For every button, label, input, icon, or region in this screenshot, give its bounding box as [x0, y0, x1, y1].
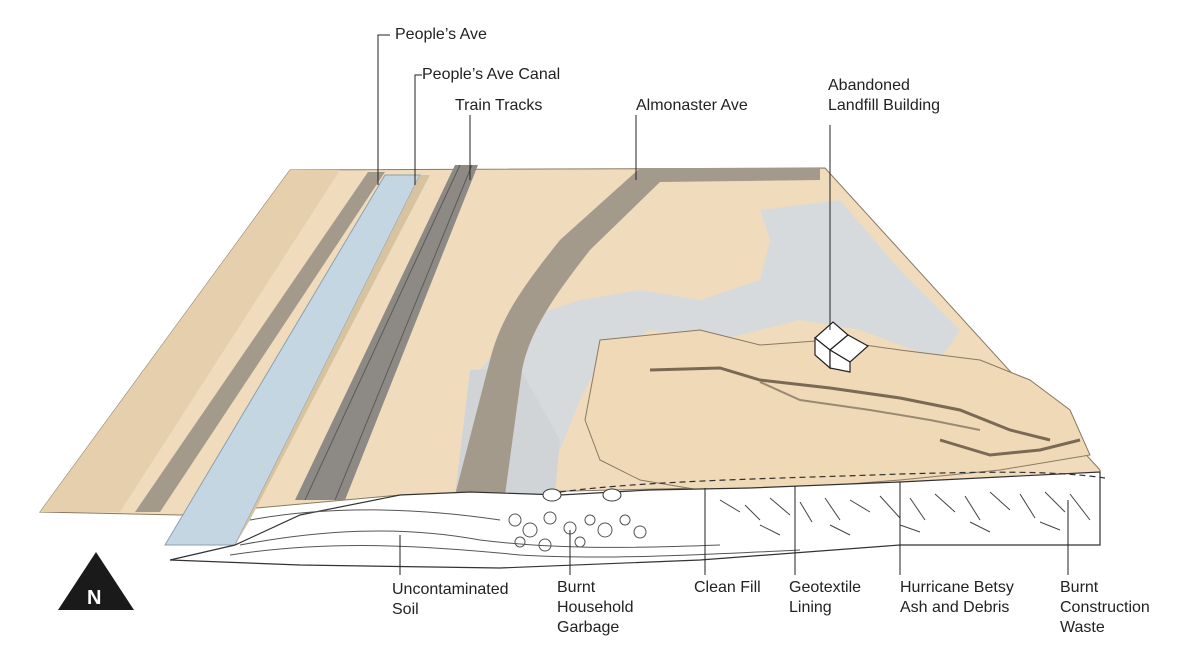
label-burnt-construction-waste: Burnt Construction Waste	[1060, 579, 1150, 636]
abandoned-building-icon	[814, 321, 870, 373]
canal-bank	[235, 175, 430, 545]
rail-line-1	[304, 164, 461, 501]
culvert-pipe-1	[542, 488, 562, 502]
train-tracks	[295, 165, 478, 500]
label-train-tracks: Train Tracks	[455, 97, 543, 114]
terrace-step-1	[649, 366, 1051, 442]
label-geotextile-lining: Geotextile Lining	[789, 579, 862, 616]
label-peoples-ave-canal: People’s Ave Canal	[422, 66, 561, 83]
culvert-pipe-2	[602, 488, 622, 502]
terrace-step-3	[939, 438, 1081, 457]
leader-lines	[377, 34, 1069, 575]
rail-line-2	[334, 164, 473, 501]
label-clean-fill: Clean Fill	[694, 579, 761, 596]
label-uncontaminated-soil: Uncontaminated Soil	[392, 581, 509, 618]
leader-canal	[414, 74, 422, 185]
landfill-area	[470, 200, 960, 490]
label-hurricane-betsy: Hurricane Betsy Ash and Debris	[900, 579, 1014, 616]
stratum-line-3	[249, 509, 501, 521]
label-abandoned-building: Abandoned Landfill Building	[828, 77, 941, 114]
terrace-upper	[584, 329, 1091, 491]
north-arrow-icon	[58, 552, 134, 610]
almonaster-ave-road	[455, 168, 820, 495]
stratum-line-1	[239, 530, 721, 548]
leader-peoples-ave	[377, 34, 390, 185]
cross-section-face	[169, 471, 1101, 569]
label-burnt-household-garbage: Burnt Household Garbage	[557, 579, 634, 636]
stratum-line-2	[229, 545, 801, 558]
label-peoples-ave: People’s Ave	[395, 26, 487, 43]
label-almonaster-ave: Almonaster Ave	[636, 97, 748, 114]
peoples-ave-road	[135, 172, 385, 512]
terrace-step-2	[759, 381, 981, 431]
terrain-shade	[40, 170, 340, 512]
north-arrow-letter: N	[87, 587, 102, 609]
debris-texture	[719, 491, 1091, 536]
section-topline-dashed	[559, 471, 1106, 493]
